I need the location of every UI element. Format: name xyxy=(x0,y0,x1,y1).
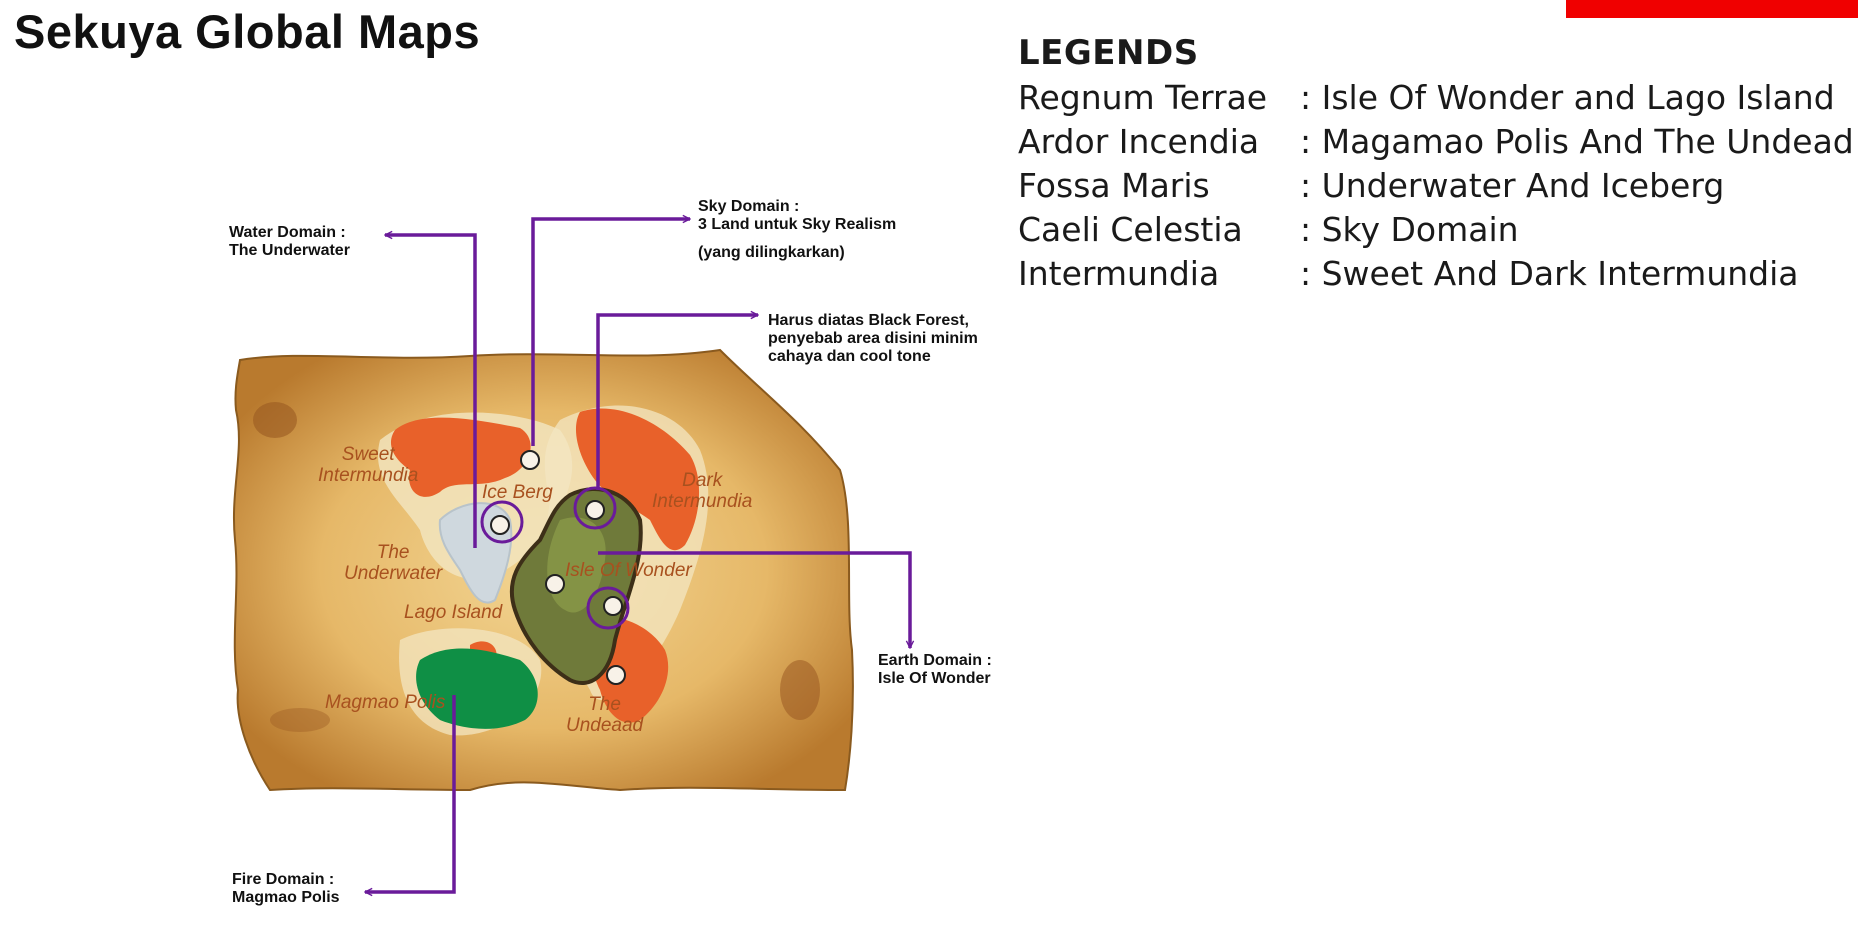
water-domain-callout: Water Domain : The Underwater xyxy=(229,224,350,260)
sky-land-circle xyxy=(586,586,630,630)
region-label-line: Intermundia xyxy=(318,465,419,486)
sky-land-circle xyxy=(573,486,617,530)
fire-domain-callout: Fire Domain : Magmao Polis xyxy=(232,871,340,907)
earth-domain-callout: Earth Domain : Isle Of Wonder xyxy=(878,652,992,688)
region-label-isle-of-wonder: Isle Of Wonder xyxy=(565,560,692,581)
legend-definition: : Magamao Polis And The Undead xyxy=(1300,122,1854,161)
legends-heading: LEGENDS xyxy=(1018,33,1199,73)
region-label-line: Undeaad xyxy=(566,715,644,736)
fire-domain-arrow xyxy=(365,695,456,892)
region-label-line: Dark xyxy=(682,470,723,491)
legend-definition: : Sweet And Dark Intermundia xyxy=(1300,254,1799,293)
map-marker-icon xyxy=(490,450,626,685)
callout-line: Earth Domain : xyxy=(878,652,992,669)
legend-term: Ardor Incendia xyxy=(1018,122,1260,161)
magmao-polis-land xyxy=(416,648,538,729)
region-label-lago-island: Lago Island xyxy=(404,602,503,623)
callout-line: Isle Of Wonder xyxy=(878,670,991,687)
sky-domain-callout: Sky Domain : 3 Land untuk Sky Realism (y… xyxy=(698,198,896,262)
sky-land-circle xyxy=(480,500,524,544)
legend-row: Fossa Maris : Underwater And Iceberg xyxy=(1018,164,1854,208)
region-label-dark-intermundia: Dark Intermundia xyxy=(652,470,752,512)
earth-domain-arrow xyxy=(598,551,910,648)
region-label-line: Underwater xyxy=(344,563,443,584)
legend-row: Intermundia : Sweet And Dark Intermundia xyxy=(1018,252,1854,296)
legend-row: Ardor Incendia : Magamao Polis And The U… xyxy=(1018,120,1854,164)
legend-row: Regnum Terrae : Isle Of Wonder and Lago … xyxy=(1018,76,1854,120)
water-domain-arrow xyxy=(385,235,477,548)
region-label-line: Sweet xyxy=(341,444,395,465)
legend-row: Caeli Celestia : Sky Domain xyxy=(1018,208,1854,252)
legend-term: Caeli Celestia xyxy=(1018,210,1243,249)
legends-panel: LEGENDS Regnum Terrae : Isle Of Wonder a… xyxy=(1018,30,1854,296)
callout-line: 3 Land untuk Sky Realism xyxy=(698,216,897,233)
callout-line: Harus diatas Black Forest, xyxy=(768,312,969,329)
region-label-undead: The Undeaad xyxy=(566,694,643,736)
legend-term: Regnum Terrae xyxy=(1018,78,1268,117)
black-forest-callout: Harus diatas Black Forest, penyebab area… xyxy=(768,312,978,366)
accent-bar xyxy=(1566,0,1858,18)
callout-line: Magmao Polis xyxy=(232,889,340,906)
callout-line: penyebab area disini minim xyxy=(768,330,978,347)
callout-line: The Underwater xyxy=(229,242,350,259)
legend-term: Intermundia xyxy=(1018,254,1220,293)
region-label-magmao-polis: Magmao Polis xyxy=(325,692,446,713)
callout-line: Sky Domain : xyxy=(698,198,800,215)
region-label-sweet-intermundia: Sweet Intermundia xyxy=(318,444,418,486)
callout-line: cahaya dan cool tone xyxy=(768,348,931,365)
legend-definition: : Isle Of Wonder and Lago Island xyxy=(1300,78,1835,117)
legend-definition: : Sky Domain xyxy=(1300,210,1519,249)
region-label-line: Intermundia xyxy=(652,491,753,512)
dark-intermundia-land xyxy=(575,408,700,551)
black-forest-arrow xyxy=(596,315,758,490)
sweet-intermundia-land xyxy=(390,417,531,497)
callout-line: Water Domain : xyxy=(229,224,346,241)
region-label-iceberg: Ice Berg xyxy=(482,482,553,503)
legend-term: Fossa Maris xyxy=(1018,166,1210,205)
region-label-underwater: The Underwater xyxy=(344,542,442,584)
page-title: Sekuya Global Maps xyxy=(14,5,481,58)
sky-domain-arrow xyxy=(531,219,690,446)
legend-definition: : Underwater And Iceberg xyxy=(1300,166,1725,205)
callout-line: Fire Domain : xyxy=(232,871,335,888)
region-label-line: The xyxy=(376,542,410,563)
callout-line: (yang dilingkarkan) xyxy=(698,244,845,261)
region-label-line: The xyxy=(588,694,621,715)
